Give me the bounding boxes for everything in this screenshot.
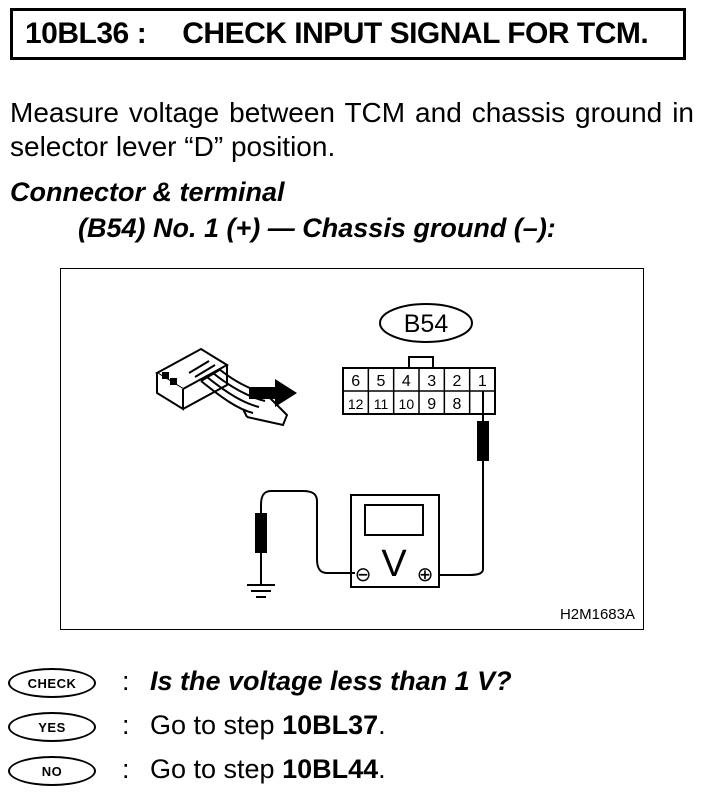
connector-terminal-heading: Connector & terminal <box>10 177 285 207</box>
pin-label: 1 <box>478 373 487 390</box>
no-prefix: Go to step <box>150 754 283 784</box>
voltmeter-icon: V ⊖ ⊕ <box>350 494 440 588</box>
check-colon: : <box>122 666 130 696</box>
no-target-step: 10BL44 <box>282 754 379 784</box>
step-code-separator: : <box>136 17 147 50</box>
no-instruction: Go to step 10BL44. <box>150 754 386 785</box>
step-code: 10BL36 <box>25 17 129 50</box>
negative-probe <box>255 490 355 585</box>
yes-badge: YES <box>8 712 96 742</box>
meter-minus-terminal: ⊖ <box>355 564 372 586</box>
pin-label: 9 <box>427 396 436 413</box>
yes-instruction: Go to step 10BL37. <box>150 710 386 741</box>
figure-id: H2M1683A <box>560 606 635 623</box>
meter-symbol: V <box>381 543 407 585</box>
pin-label: 6 <box>351 373 360 390</box>
no-step: NO : Go to step 10BL44. <box>0 750 704 790</box>
pin-label: 8 <box>453 396 462 413</box>
no-badge: NO <box>8 756 96 786</box>
check-question: Is the voltage less than 1 V? <box>150 666 512 696</box>
yes-colon: : <box>122 710 130 740</box>
no-suffix: . <box>378 754 386 784</box>
insert-arrow-icon <box>249 379 297 407</box>
pin-label: 4 <box>402 373 411 390</box>
step-title: CHECK INPUT SIGNAL FOR TCM. <box>182 17 649 50</box>
connector-plug-icon <box>155 347 289 427</box>
pin-label: 5 <box>377 373 386 390</box>
chassis-ground-icon <box>247 584 275 598</box>
pin-label: 12 <box>348 396 364 412</box>
pin-label: 11 <box>374 396 389 412</box>
pin-label: 2 <box>453 373 462 390</box>
connector-label-oval <box>379 303 473 343</box>
instruction-text: Measure voltage between TCM and chassis … <box>10 97 694 162</box>
positive-probe <box>427 391 489 576</box>
check-badge: CHECK <box>8 668 96 698</box>
yes-step: YES : Go to step 10BL37. <box>0 706 704 746</box>
yes-target-step: 10BL37 <box>282 710 379 740</box>
yes-suffix: . <box>378 710 386 740</box>
no-colon: : <box>122 754 130 784</box>
check-step: CHECK : Is the voltage less than 1 V? <box>0 662 704 702</box>
pin-label: 10 <box>399 396 415 412</box>
yes-prefix: Go to step <box>150 710 283 740</box>
connector-label: B54 <box>404 310 449 338</box>
step-title-box: 10BL36 : CHECK INPUT SIGNAL FOR TCM. <box>10 8 686 60</box>
pin-label: 3 <box>427 373 436 390</box>
connector-terminal-spec: (B54) No. 1 (+) — Chassis ground (–): <box>78 213 556 243</box>
meter-plus-terminal: ⊕ <box>417 564 434 586</box>
